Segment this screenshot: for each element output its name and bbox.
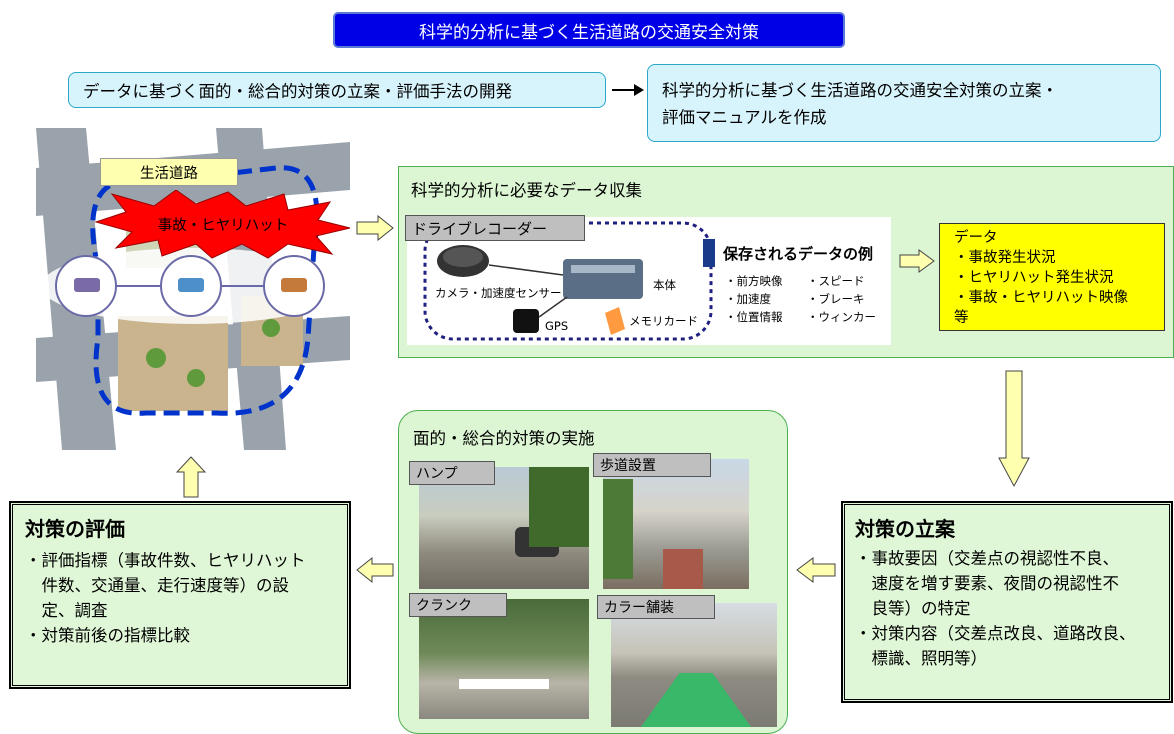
left-arrow-icon: [356, 557, 394, 583]
crank-tag: クランク: [409, 593, 507, 617]
evaluation-line: ・対策前後の指標比較: [25, 626, 190, 645]
body-label: 本体: [653, 278, 676, 292]
planning-box: 対策の立案 ・事故要因（交差点の視認性不良、 速度を増す要素、夜間の視認性不 良…: [841, 501, 1173, 703]
data-box: データ ・事故発生状況 ・ヒヤリハット発生状況 ・事故・ヒヤリハット映像 等: [939, 223, 1165, 331]
method-development-box: データに基づく面的・総合的対策の立案・評価手法の開発: [68, 72, 606, 108]
planning-line: ・対策内容（交差点改良、道路改良、: [855, 624, 1136, 643]
stored-data-example-title: 保存されるデータの例: [723, 245, 874, 263]
evaluation-line: ・評価指標（事故件数、ヒヤリハット: [25, 551, 306, 570]
example-item: ・ウィンカー: [807, 310, 876, 324]
data-collection-panel: 科学的分析に必要なデータ収集 カメラ・加速度センサー 本体 GPS メモリカード…: [398, 166, 1174, 358]
gps-label: GPS: [545, 319, 569, 333]
up-arrow-icon: [176, 456, 206, 498]
planning-line: 速度を増す要素、夜間の視認性不: [855, 574, 1120, 593]
crank-photo: [419, 599, 589, 719]
down-arrow-icon: [998, 370, 1030, 488]
data-item: ・事故・ヒヤリハット映像 等: [954, 290, 1143, 326]
color-pavement-tag: カラー舗装: [597, 595, 715, 619]
manual-line-1: 科学的分析に基づく生活道路の交通安全対策の立案・: [662, 81, 1058, 100]
example-item: ・前方映像: [725, 274, 783, 288]
left-arrow-icon: [796, 557, 836, 583]
manual-line-2: 評価マニュアルを作成: [662, 108, 827, 127]
sidewalk-tag: 歩道設置: [593, 453, 711, 477]
data-item: ・事故発生状況: [954, 250, 1056, 266]
data-item: ・ヒヤリハット発生状況: [954, 270, 1114, 286]
implementation-title: 面的・総合的対策の実施: [413, 429, 595, 448]
right-arrow-icon: [899, 249, 935, 273]
example-item: ・位置情報: [725, 310, 783, 324]
planning-title: 対策の立案: [855, 517, 955, 541]
camera-sensor-label: カメラ・加速度センサー: [435, 286, 562, 300]
residential-road-label: 生活道路: [100, 158, 238, 186]
data-collection-title: 科学的分析に必要なデータ収集: [411, 181, 642, 200]
data-box-title: データ: [954, 230, 998, 246]
example-item: ・ブレーキ: [807, 292, 865, 306]
manual-creation-box: 科学的分析に基づく生活道路の交通安全対策の立案・ 評価マニュアルを作成: [647, 64, 1161, 142]
sidewalk-photo: [603, 459, 749, 589]
accident-burst-icon: [94, 190, 351, 259]
planning-line: 良等）の特定: [855, 599, 971, 618]
example-item: ・加速度: [725, 292, 771, 306]
example-item: ・スピード: [807, 274, 865, 288]
evaluation-line: 件数、交通量、走行速度等）の設: [25, 576, 290, 595]
planning-line: ・事故要因（交差点の視認性不良、: [855, 549, 1119, 568]
evaluation-title: 対策の評価: [25, 517, 125, 541]
accident-burst-label: 事故・ヒヤリハット: [157, 218, 289, 234]
drive-recorder-tag: ドライブレコーダー: [405, 215, 585, 241]
stored-data-examples: ・前方映像 ・スピード ・加速度 ・ブレーキ ・位置情報 ・ウィンカー: [725, 273, 889, 325]
memory-card-label: メモリカード: [629, 314, 698, 328]
color-pavement-photo: [611, 603, 777, 727]
evaluation-line: 定、調査: [25, 601, 108, 620]
evaluation-box: 対策の評価 ・評価指標（事故件数、ヒヤリハット 件数、交通量、走行速度等）の設 …: [9, 501, 351, 689]
hump-photo: [419, 467, 589, 589]
hump-tag: ハンプ: [409, 461, 495, 485]
planning-line: 標識、照明等）: [855, 649, 988, 668]
right-arrow-icon: [612, 84, 644, 96]
page-title: 科学的分析に基づく生活道路の交通安全対策: [333, 12, 845, 48]
implementation-panel: 面的・総合的対策の実施 ハンプ 歩道設置 クランク カラー舗装: [398, 410, 788, 734]
right-arrow-icon: [356, 215, 394, 241]
